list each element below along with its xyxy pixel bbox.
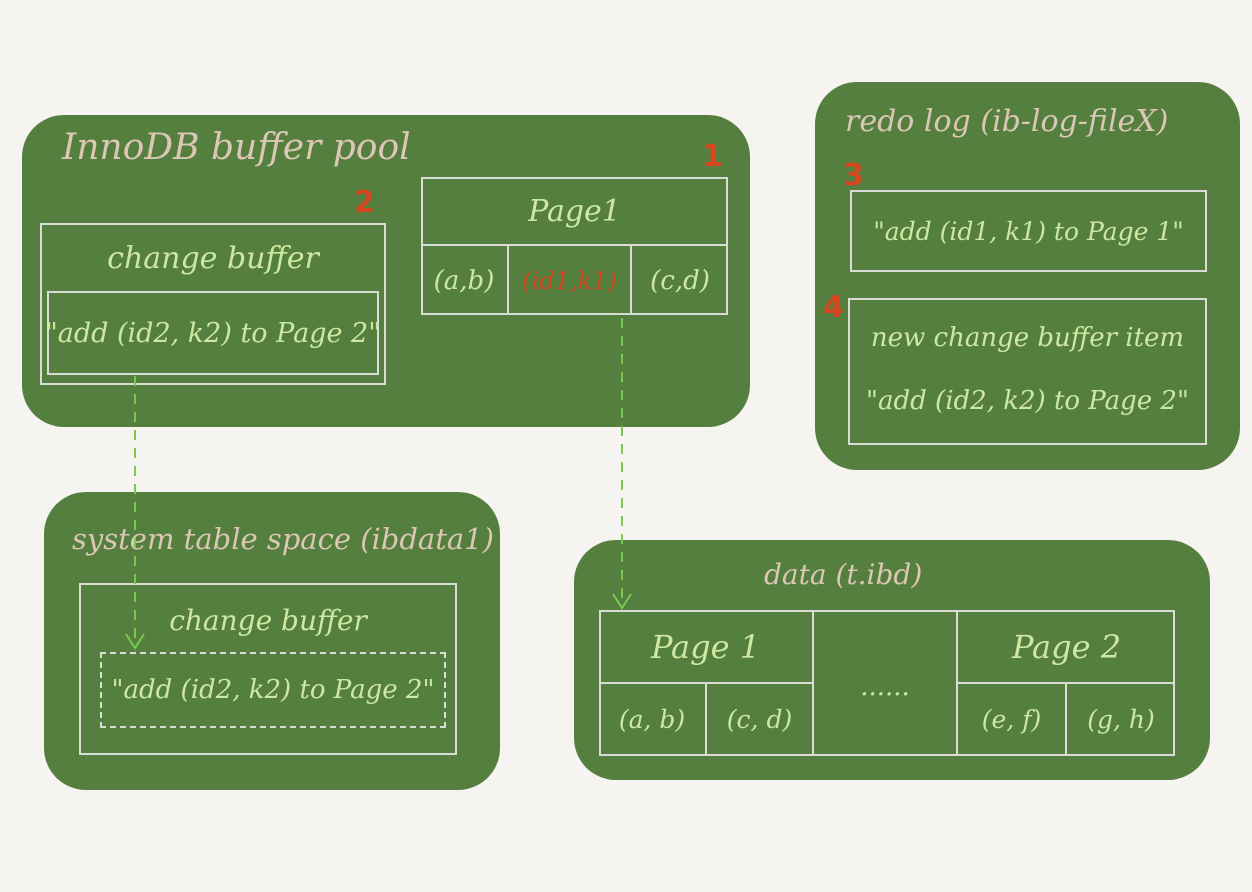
data-file-title: data (t.ibd) — [764, 558, 923, 591]
buffer-pool-board: InnoDB buffer pool 1 2 change buffer "ad… — [22, 115, 750, 427]
data-file-board: data (t.ibd) Page 1 (a, b) (c, d) ......… — [574, 540, 1210, 780]
data-page2-row-ef: (e, f) — [981, 704, 1042, 734]
redo-entry-1-box — [850, 190, 1207, 272]
system-tablespace-title: system table space (ibdata1) — [72, 522, 494, 556]
step-marker-2: 2 — [354, 185, 375, 220]
page1-cell-separator-2 — [630, 244, 632, 315]
data-page1-cell-separator — [705, 682, 707, 756]
system-change-buffer-item: "add (id2, k2) to Page 2" — [111, 675, 435, 705]
change-buffer-item: "add (id2, k2) to Page 2" — [45, 317, 381, 349]
step-marker-3: 3 — [843, 158, 864, 193]
system-change-buffer-item-box — [100, 652, 446, 728]
step-marker-4: 4 — [823, 290, 844, 325]
data-page1-row-ab: (a, b) — [618, 704, 686, 734]
redo-entry-1: "add (id1, k1) to Page 1" — [873, 216, 1184, 246]
buffer-pool-title: InnoDB buffer pool — [62, 127, 411, 168]
data-page2-title: Page 2 — [1011, 628, 1122, 666]
step-marker-1: 1 — [702, 139, 723, 174]
page1-box — [421, 177, 728, 315]
data-page2-cell-separator — [1065, 682, 1067, 756]
system-change-buffer-title: change buffer — [169, 603, 367, 637]
data-page1-row-cd: (c, d) — [726, 704, 793, 734]
data-page1-title: Page 1 — [650, 628, 761, 666]
redo-entry-2-box — [848, 298, 1207, 445]
redo-log-board: redo log (ib-log-fileX) 3 4 "add (id1, k… — [815, 82, 1240, 470]
page1-row-id1-k1: (id1,k1) — [522, 266, 617, 295]
change-buffer-title: change buffer — [107, 240, 319, 276]
page1-row-cd: (c,d) — [650, 265, 710, 296]
data-ellipsis: ...... — [860, 672, 910, 702]
page1-title: Page1 — [528, 193, 621, 229]
change-buffer-item-box — [47, 291, 379, 375]
change-buffer-box — [40, 223, 386, 385]
system-tablespace-board: system table space (ibdata1) change buff… — [44, 492, 500, 790]
page1-cell-separator-1 — [507, 244, 509, 315]
page1-row-divider — [421, 244, 728, 315]
page1-row-ab: (a,b) — [433, 265, 495, 296]
system-change-buffer-box — [79, 583, 457, 755]
redo-log-title: redo log (ib-log-fileX) — [845, 104, 1169, 139]
redo-entry-2-line1: new change buffer item — [870, 323, 1185, 353]
data-page2-row-gh: (g, h) — [1087, 704, 1155, 734]
redo-entry-2-line2: "add (id2, k2) to Page 2" — [866, 386, 1189, 416]
